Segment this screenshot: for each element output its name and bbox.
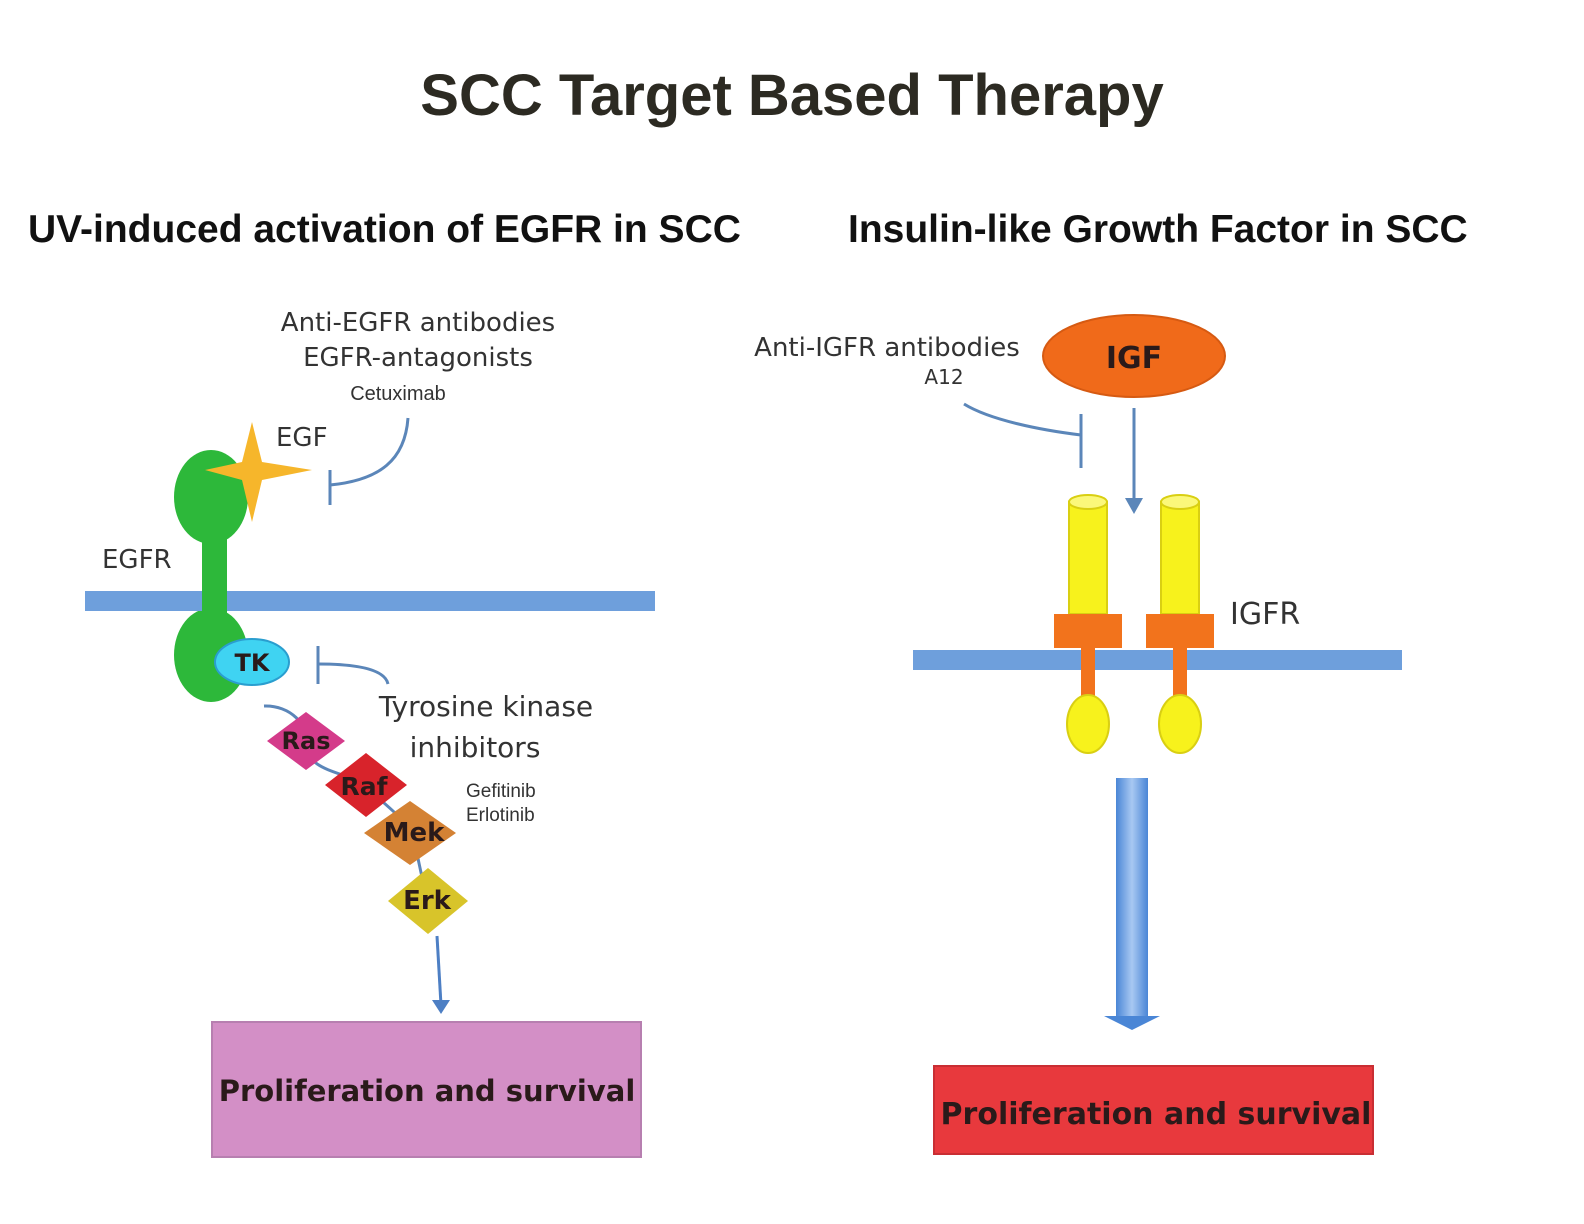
igfr-left-transmembrane xyxy=(1081,648,1095,672)
tk-domain xyxy=(214,638,290,686)
mek-node: Mek xyxy=(364,801,456,865)
a12-label: A12 xyxy=(924,365,963,389)
egfr-panel-heading: UV-induced activation of EGFR in SCC xyxy=(28,208,741,251)
igfr-label: IGFR xyxy=(1230,597,1300,632)
mek-label: Mek xyxy=(384,818,446,848)
egfr-pathway: Anti-EGFR antibodies EGFR-antagonists Ce… xyxy=(85,308,655,1158)
egfr-antagonists-label: EGFR-antagonists xyxy=(303,343,533,373)
igf-outcome-label: Proliferation and survival xyxy=(941,1097,1372,1132)
igf-panel-heading: Insulin-like Growth Factor in SCC xyxy=(848,208,1468,251)
egf-label: EGF xyxy=(276,423,328,453)
page-title: SCC Target Based Therapy xyxy=(420,63,1164,128)
igfr-right-transmembrane xyxy=(1173,648,1187,672)
gefitinib-label: Gefitinib xyxy=(466,781,536,802)
ras-label: Ras xyxy=(282,727,331,755)
igfr-signal-arrow xyxy=(1104,778,1160,1030)
igfr-cell-membrane xyxy=(913,650,1402,670)
tk-label: TK xyxy=(235,649,271,677)
igfr-receptor-right xyxy=(1146,494,1214,754)
erlotinib-label: Erlotinib xyxy=(466,805,535,826)
egfr-cell-membrane xyxy=(85,591,655,611)
ras-node: Ras xyxy=(267,712,345,770)
erk-label: Erk xyxy=(403,886,452,916)
raf-node: Raf xyxy=(325,753,407,817)
igf-label: IGF xyxy=(1106,341,1162,376)
anti-egfr-label: Anti-EGFR antibodies xyxy=(281,308,555,338)
tki-inhibition-line xyxy=(316,646,390,685)
igf-binding-arrow xyxy=(1125,408,1143,514)
tki-label-line2: inhibitors xyxy=(410,731,541,764)
egf-star-icon xyxy=(205,422,312,522)
egfr-label: EGFR xyxy=(102,545,172,575)
igf-pathway: IGF Anti-IGFR antibodies A12 xyxy=(754,314,1402,1155)
egfr-outcome-box xyxy=(211,1021,642,1158)
egfr-transmembrane-segment xyxy=(202,588,227,614)
raf-label: Raf xyxy=(341,772,389,801)
igfr-receptor-left xyxy=(1054,494,1122,754)
igf-ligand xyxy=(1042,314,1226,398)
anti-igfr-label: Anti-IGFR antibodies xyxy=(754,333,1020,363)
egfr-outcome-label: Proliferation and survival xyxy=(219,1074,636,1108)
cetuximab-label: Cetuximab xyxy=(350,383,446,405)
erk-node: Erk xyxy=(388,868,468,934)
erk-to-outcome-arrow xyxy=(432,935,450,1014)
igf-outcome-box xyxy=(933,1065,1374,1155)
a12-inhibition-line xyxy=(963,402,1083,468)
tki-label-line1: Tyrosine kinase xyxy=(378,690,593,723)
cetuximab-inhibition-line xyxy=(328,417,410,505)
